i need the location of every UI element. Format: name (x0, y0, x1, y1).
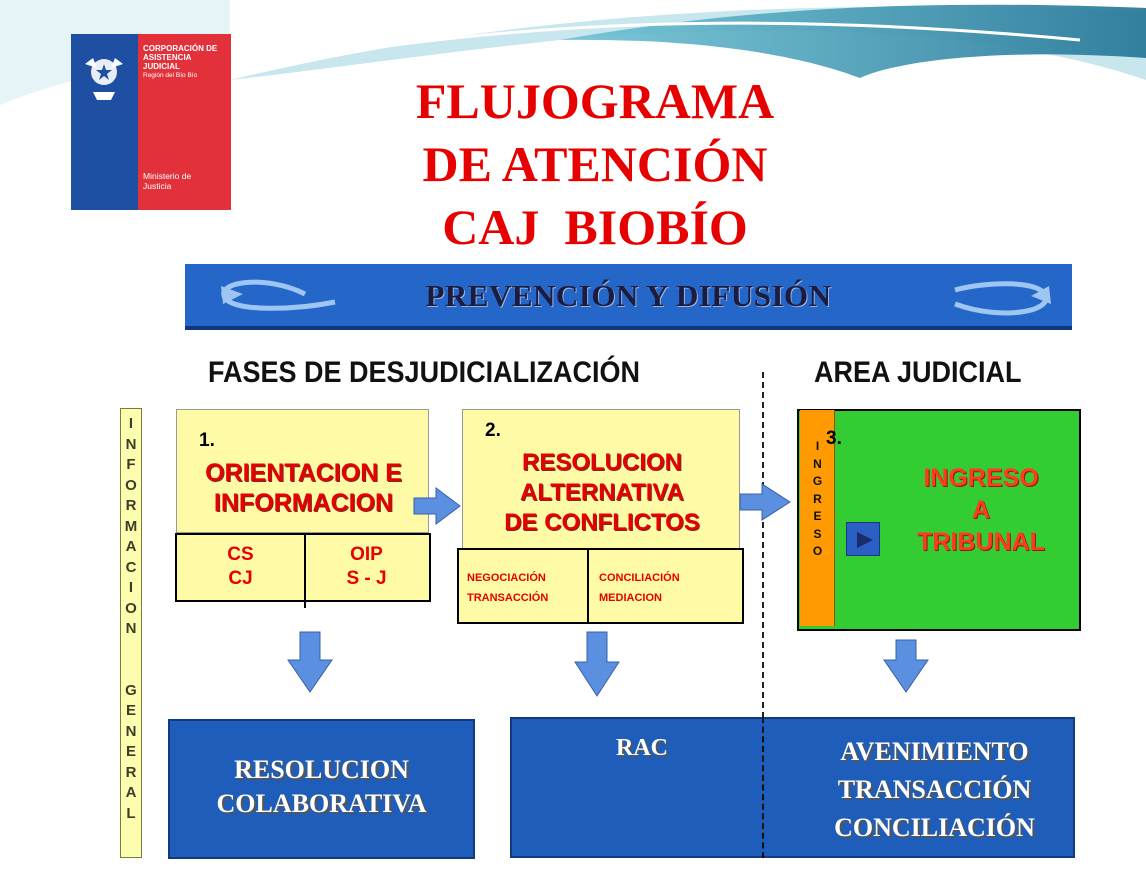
logo-red-panel (138, 34, 231, 210)
title-line-1: FLUJOGRAMA (415, 73, 775, 129)
title-line-3: CAJ BIOBÍO (442, 199, 748, 255)
result-rac-text: RAC (616, 735, 668, 761)
phase-1-title-line-2: INFORMACION (213, 489, 394, 517)
logo-org-line-1: CORPORACIÓN DE (143, 44, 218, 53)
phase-2-sub-right-line-1: CONCILIACIÓN (599, 572, 680, 584)
ingreso-side-label: I N G R E S O (812, 439, 823, 558)
phase-1-number: 1. (199, 430, 215, 451)
page-title: FLUJOGRAMA DE ATENCIÓN CAJ BIOBÍO (360, 70, 830, 259)
logo-region: Región del Bío Bío (143, 71, 198, 79)
phase-2-title-line-1: RESOLUCION (521, 449, 682, 476)
result-divider (762, 717, 764, 858)
logo-ministry: Ministerio de Justicia (143, 171, 229, 192)
phase-2-box: 2. RESOLUCION ALTERNATIVA DE CONFLICTOS (462, 409, 740, 549)
result-judicial-line-1: AVENIMIENTO (840, 737, 1029, 766)
general-info-label: I N F O R M A C I O N G E N E R A L (124, 415, 138, 822)
result-judicial-line-3: CONCILIACIÓN (834, 813, 1035, 842)
result-collaborative-box: RESOLUCION COLABORATIVA (168, 719, 475, 859)
phase-2-sub-left-line-1: NEGOCIACIÓN (467, 572, 546, 584)
phase-1-sub-right-line-2: S - J (346, 568, 387, 589)
section-heading-phases: FASES DE DESJUDICIALIZACIÓN (208, 356, 641, 389)
play-icon (857, 532, 873, 548)
phase-2-sub-box: NEGOCIACIÓN TRANSACCIÓN CONCILIACIÓN MED… (457, 548, 744, 624)
phase-2-title-line-3: DE CONFLICTOS (504, 509, 700, 536)
play-button[interactable] (846, 522, 880, 556)
logo-ministry-line-2: Justicia (143, 180, 172, 191)
phase-2-sub-left: NEGOCIACIÓN TRANSACCIÓN (459, 550, 589, 622)
phase-1-sub-left: CS CJ (177, 535, 306, 608)
logo-org-name: CORPORACIÓN DE ASISTENCIA JUDICIAL Regió… (143, 44, 229, 79)
phase-3-title-line-2: A (971, 496, 991, 524)
phase-2-sub-left-line-2: TRANSACCIÓN (467, 592, 549, 604)
prevention-banner: PREVENCIÓN Y DIFUSIÓN (185, 264, 1072, 330)
phase-1-title: ORIENTACION E INFORMACION (177, 458, 430, 518)
logo: CORPORACIÓN DE ASISTENCIA JUDICIAL Regió… (71, 34, 231, 210)
logo-ministry-line-1: Ministerio de (143, 171, 192, 181)
phase-1-sub-left-line-2: CJ (228, 568, 253, 589)
phase-1-sub-box: CS CJ OIP S - J (175, 533, 431, 608)
ingreso-side-panel (800, 410, 835, 626)
phase-1-sub-right: OIP S - J (304, 535, 429, 608)
logo-org-line-3: JUDICIAL (143, 62, 180, 72)
phase-3-title: INGRESO A TRIBUNAL (886, 462, 1076, 558)
general-info-strip (120, 408, 142, 858)
circular-arrows-icon (221, 279, 1051, 316)
phase-2-sub-right-line-2: MEDIACION (599, 592, 662, 604)
phase-2-sub-right: CONCILIACIÓN MEDIACION (589, 550, 742, 622)
phase-2-title: RESOLUCION ALTERNATIVA DE CONFLICTOS (463, 448, 741, 538)
phase-1-box: 1. ORIENTACION E INFORMACION (176, 409, 429, 533)
logo-blue-panel (71, 34, 138, 210)
result-collaborative-line-2: COLABORATIVA (216, 789, 427, 818)
section-heading-judicial: AREA JUDICIAL (814, 356, 1022, 389)
banner-text: PREVENCIÓN Y DIFUSIÓN (425, 278, 832, 313)
phase-2-number: 2. (485, 420, 501, 441)
phase-3-box (797, 409, 1081, 631)
result-judicial-line-2: TRANSACCIÓN (837, 775, 1032, 804)
result-rac-box: RAC AVENIMIENTO TRANSACCIÓN CONCILIACIÓN (510, 717, 1075, 858)
result-collaborative-line-1: RESOLUCION (234, 755, 409, 784)
title-line-2: DE ATENCIÓN (422, 136, 768, 192)
phase-3-title-line-3: TRIBUNAL (917, 528, 1045, 556)
logo-org-line-2: ASISTENCIA (143, 53, 192, 63)
phase-3-number: 3. (826, 428, 842, 449)
phase-2-title-line-2: ALTERNATIVA (520, 479, 684, 506)
result-collaborative-text: RESOLUCION COLABORATIVA (170, 753, 473, 821)
dashed-divider (762, 372, 764, 858)
phase-3-title-line-1: INGRESO (923, 464, 1039, 492)
phase-1-sub-right-line-1: OIP (350, 544, 383, 565)
result-judicial-text: AVENIMIENTO TRANSACCIÓN CONCILIACIÓN (797, 733, 1072, 847)
phase-1-sub-left-line-1: CS (227, 544, 254, 565)
coat-of-arms-icon (85, 58, 123, 100)
phase-1-title-line-1: ORIENTACION E (205, 459, 402, 487)
